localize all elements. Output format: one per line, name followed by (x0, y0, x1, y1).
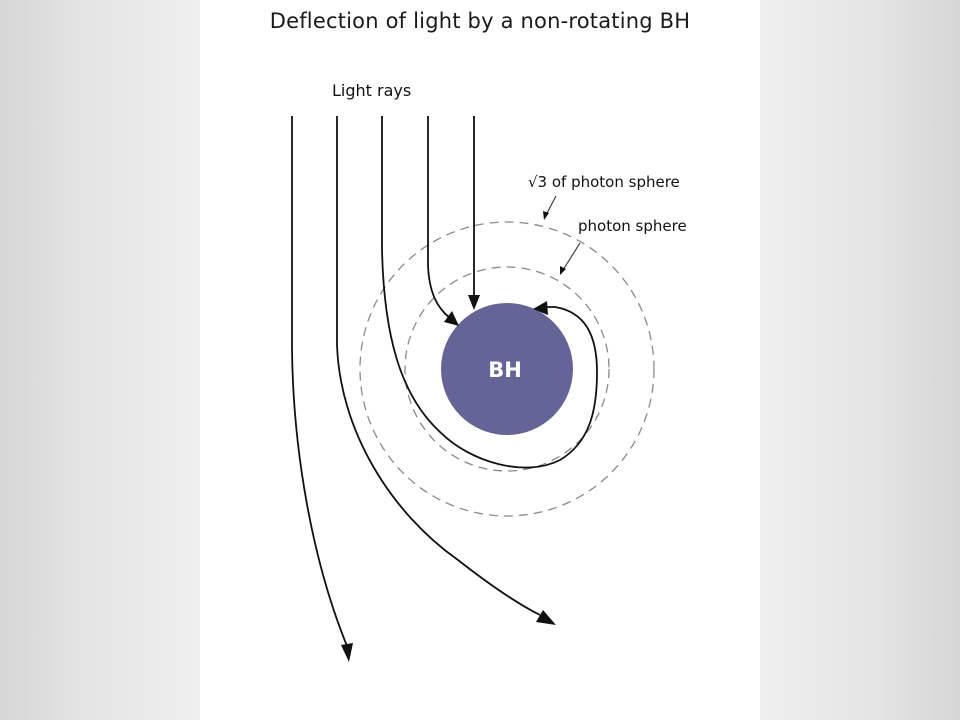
light-ray-1 (291, 116, 348, 647)
photon-sphere-pointer-arrowhead (560, 266, 566, 275)
diagram-title: Deflection of light by a non-rotating BH (269, 9, 691, 33)
slide: Deflection of light by a non-rotating BH… (200, 0, 760, 720)
light-ray-1-arrowhead (341, 643, 353, 662)
light-ray-2-arrowhead (536, 610, 556, 625)
photon-sphere-label: photon sphere (578, 217, 687, 235)
deflection-diagram: BH Light rays √3 of photon sphere photon… (291, 81, 687, 662)
sqrt3-pointer-arrow (545, 195, 557, 216)
black-hole-disk (441, 303, 573, 435)
light-rays-label: Light rays (332, 81, 411, 100)
light-ray-5-arrowhead (468, 295, 480, 310)
light-ray-4-arrowhead (444, 311, 459, 326)
black-hole-label: BH (488, 358, 522, 382)
photon-sphere-circle (404, 266, 610, 472)
light-ray-4 (427, 116, 451, 319)
light-ray-2 (336, 116, 541, 616)
light-ray-3-arrowhead (533, 301, 548, 315)
light-ray-3 (381, 116, 598, 469)
sqrt3-photon-sphere-label: √3 of photon sphere (528, 173, 680, 191)
sqrt3-pointer-arrowhead (543, 211, 549, 220)
photon-sphere-pointer-arrow (562, 242, 581, 271)
sqrt3-photon-sphere-circle (359, 221, 655, 517)
